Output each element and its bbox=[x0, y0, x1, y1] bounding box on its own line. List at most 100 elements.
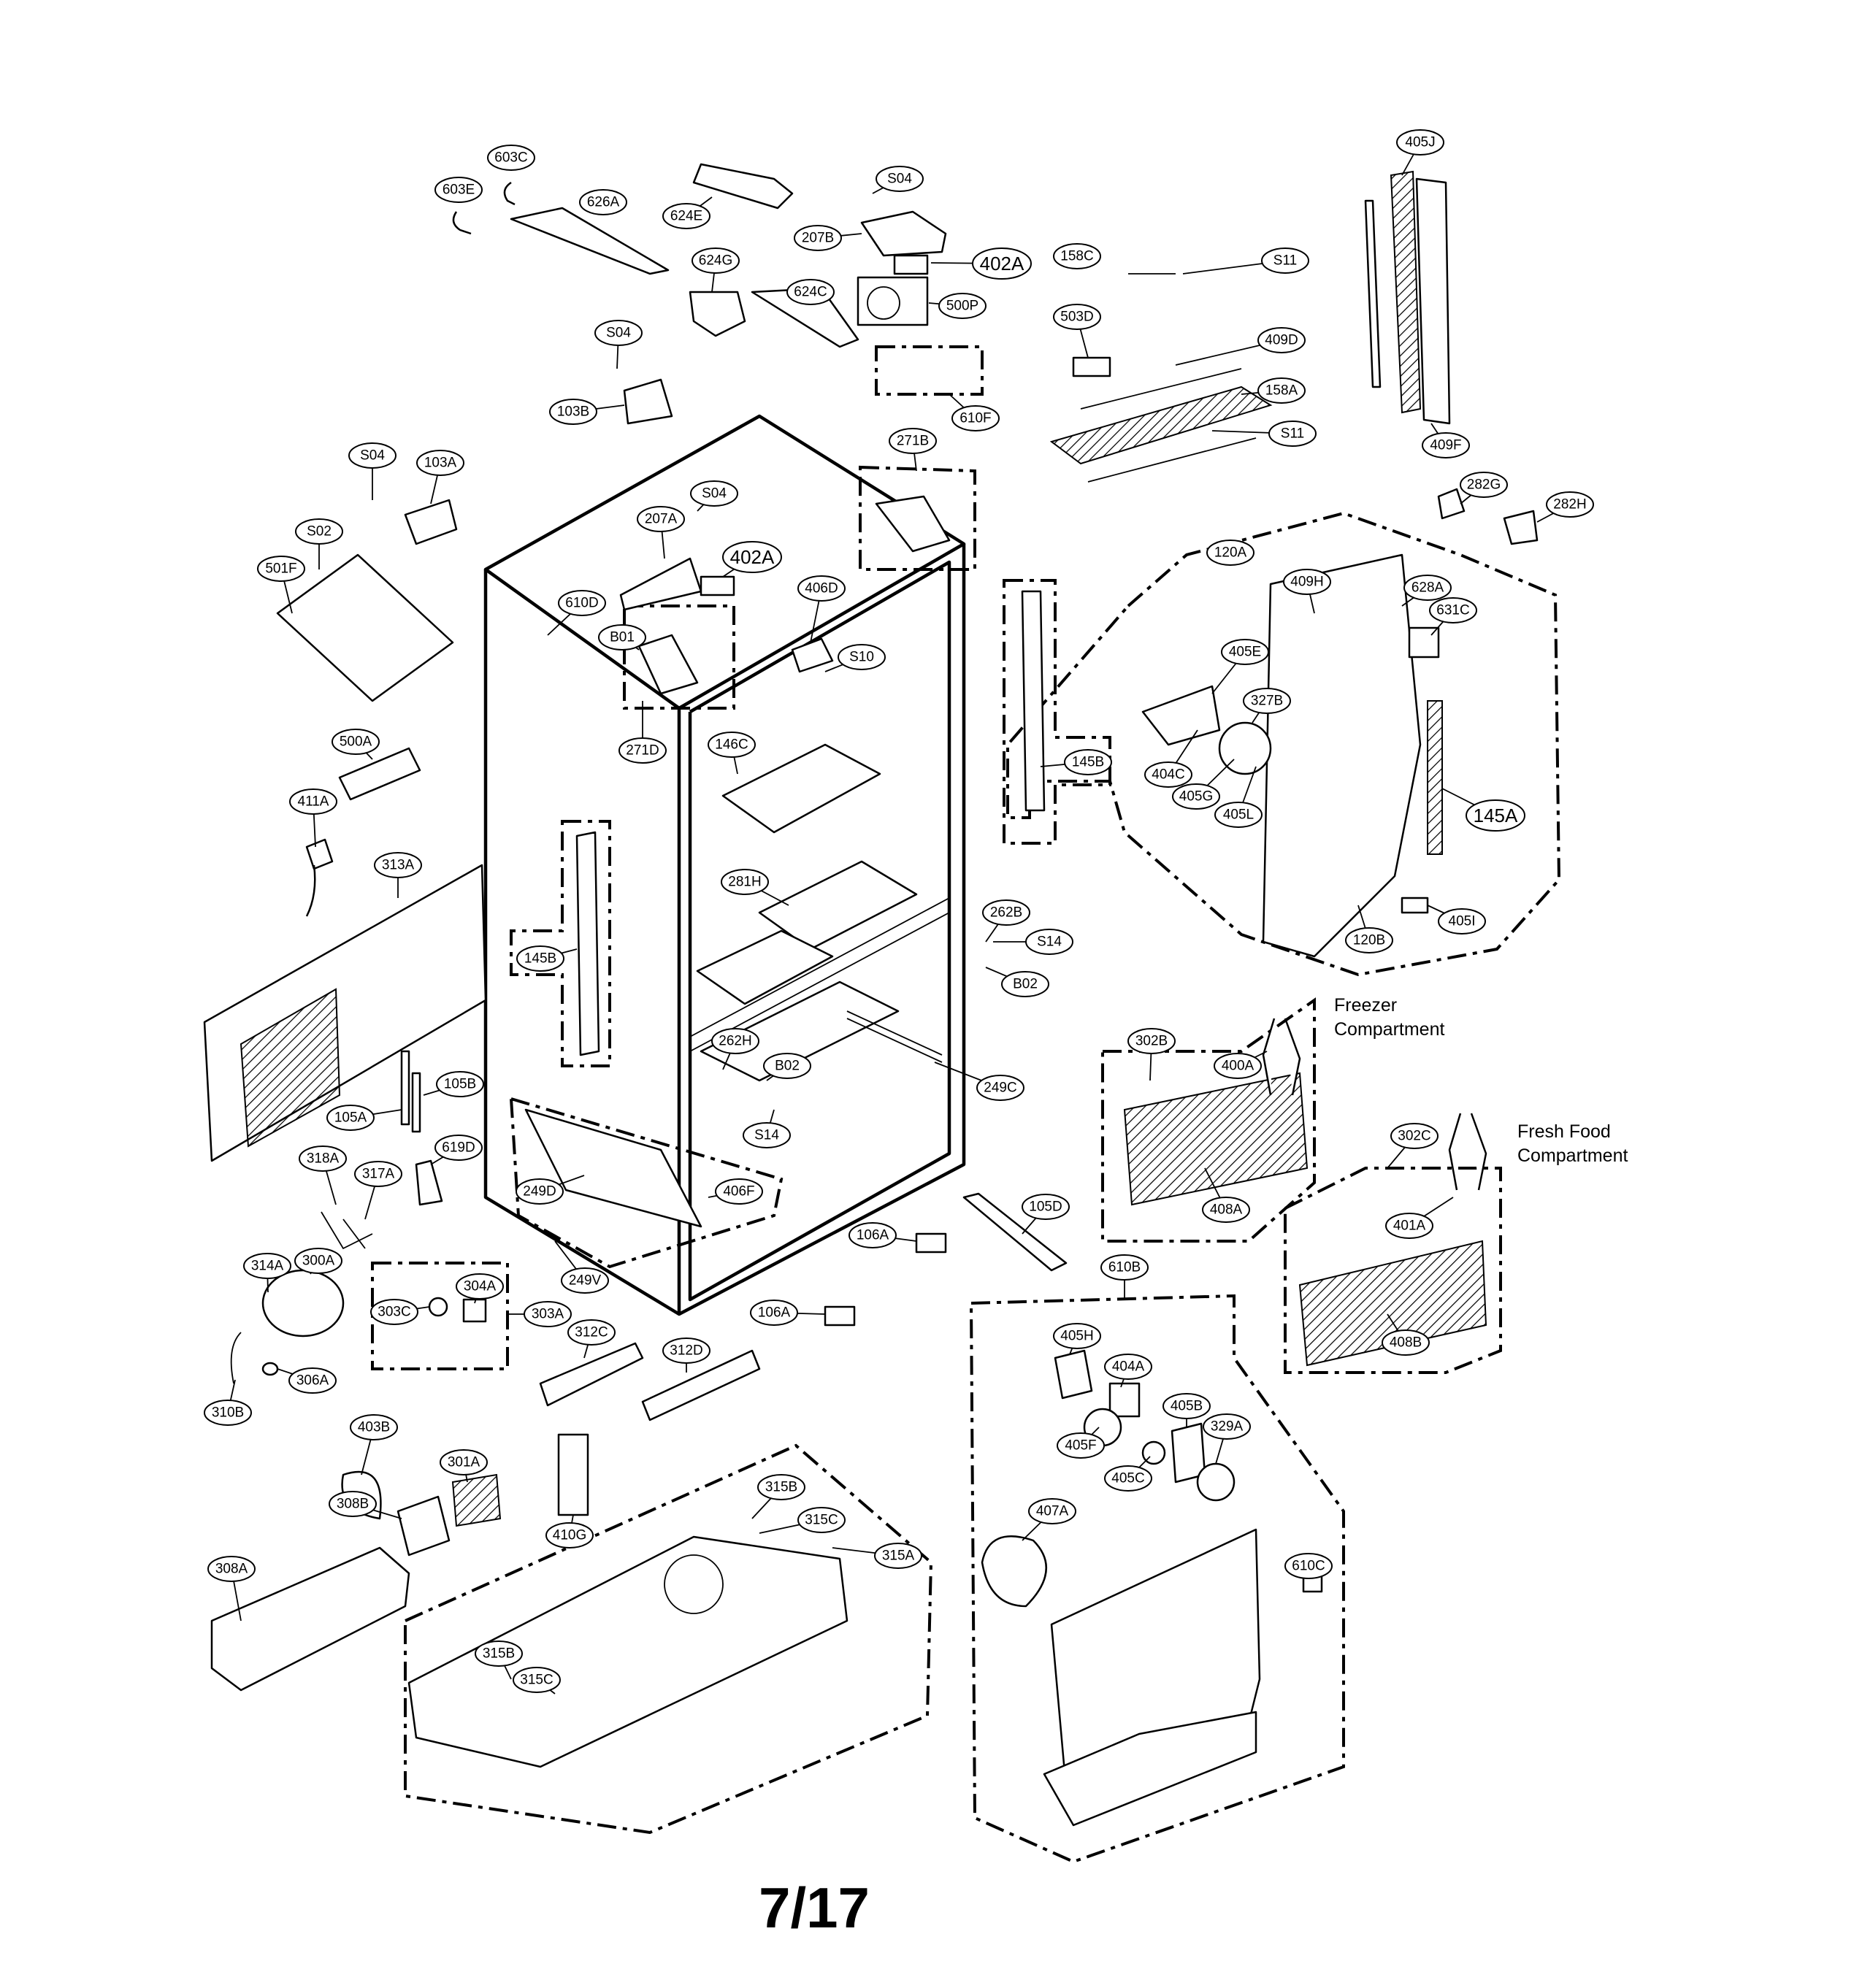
callout-c401A: 401A bbox=[1385, 1213, 1433, 1239]
callout-c408A: 408A bbox=[1202, 1197, 1250, 1223]
cover-120A bbox=[1262, 553, 1422, 958]
group-outlines bbox=[371, 345, 1561, 1864]
callout-bubble bbox=[618, 737, 667, 764]
board-500P bbox=[857, 276, 929, 326]
callout-bubble bbox=[354, 1161, 402, 1187]
crisper-rail-outline bbox=[509, 1097, 784, 1269]
part-number-label: 106A bbox=[857, 1228, 889, 1243]
callout-bubble bbox=[757, 1474, 805, 1500]
part-number-label: 317A bbox=[362, 1167, 395, 1182]
freshfood-evaporator-outline bbox=[1284, 1167, 1502, 1374]
callout-bubble bbox=[204, 1400, 252, 1426]
part-number-label: 327B bbox=[1251, 694, 1283, 709]
callout-bubble bbox=[1214, 802, 1263, 828]
callout-c619D: 619D bbox=[434, 1135, 483, 1161]
callout-bubble bbox=[1257, 377, 1306, 404]
part-number-label: 304A bbox=[464, 1279, 497, 1294]
part-number-label: 315C bbox=[805, 1513, 838, 1528]
part-number-label: S02 bbox=[307, 524, 332, 540]
callout-bubble bbox=[1028, 1498, 1076, 1524]
part-number-label: 158A bbox=[1265, 383, 1298, 399]
callout-c315Cb: 315C bbox=[513, 1667, 561, 1693]
rail-145B-left bbox=[575, 831, 600, 1056]
part-number-label: 310B bbox=[212, 1405, 244, 1421]
harness-610F-outline bbox=[875, 345, 984, 396]
freshfood-compartment-note: Fresh Food Compartment bbox=[1517, 1121, 1628, 1166]
callout-bubble bbox=[1221, 639, 1269, 665]
callout-bubble bbox=[662, 1338, 710, 1364]
part-number-label: 405E bbox=[1229, 645, 1261, 660]
fan-405E bbox=[1141, 685, 1221, 746]
part-number-label: 207B bbox=[802, 231, 834, 246]
part-number-label: 405H bbox=[1060, 1329, 1093, 1344]
callout-bubble bbox=[1283, 569, 1331, 595]
callout-c405C: 405C bbox=[1104, 1465, 1152, 1492]
part-number-label: 306A bbox=[296, 1373, 329, 1389]
bracket-619D bbox=[415, 1159, 443, 1206]
part-number-label: 401A bbox=[1393, 1218, 1426, 1234]
bracket-207B bbox=[860, 210, 947, 257]
callout-bubble bbox=[350, 1414, 398, 1440]
callout-c103B: 103B bbox=[549, 399, 597, 425]
callout-c120A: 120A bbox=[1206, 540, 1254, 566]
part-number-label: 303C bbox=[378, 1305, 410, 1320]
callout-bubble bbox=[797, 1507, 846, 1533]
part-number-label: 500A bbox=[340, 734, 372, 750]
shroud-308B bbox=[397, 1495, 451, 1557]
part-number-label: 315C bbox=[520, 1673, 553, 1688]
rail-145B-right bbox=[1021, 590, 1046, 812]
callout-c500A: 500A bbox=[332, 729, 380, 755]
callout-c406D: 406D bbox=[797, 575, 846, 602]
part-number-label: S04 bbox=[360, 448, 385, 464]
connector-402A-top bbox=[893, 254, 929, 275]
callout-c105B: 105B bbox=[436, 1071, 484, 1097]
part-number-label: 302C bbox=[1398, 1129, 1430, 1144]
callout-bubble bbox=[1025, 929, 1073, 955]
callout-bubble bbox=[637, 506, 685, 532]
callout-cS10: S10 bbox=[838, 644, 886, 670]
part-number-label: B02 bbox=[775, 1059, 800, 1074]
callout-bubble bbox=[982, 899, 1030, 926]
part-number-label: 405C bbox=[1111, 1471, 1144, 1486]
part-number-label: 409H bbox=[1290, 575, 1323, 590]
callout-bubble bbox=[549, 399, 597, 425]
clip-405I bbox=[1401, 897, 1429, 914]
callout-c405E: 405E bbox=[1221, 639, 1269, 665]
base-308A bbox=[210, 1546, 410, 1692]
leg-106A-upper bbox=[915, 1232, 947, 1254]
callout-bubble bbox=[207, 1556, 256, 1582]
compressor-300A bbox=[261, 1269, 345, 1338]
callout-bubble bbox=[708, 732, 756, 758]
part-number-label: S14 bbox=[1037, 934, 1062, 950]
callout-cS14b: S14 bbox=[743, 1122, 791, 1148]
callout-c404A: 404A bbox=[1104, 1354, 1152, 1380]
callout-bubble bbox=[1257, 327, 1306, 353]
callout-bubble bbox=[332, 729, 380, 755]
cover-312D bbox=[641, 1349, 761, 1421]
bracket-103B bbox=[623, 378, 673, 425]
callout-c405I: 405I bbox=[1438, 908, 1486, 934]
callout-c628A: 628A bbox=[1403, 575, 1452, 601]
callout-c405G: 405G bbox=[1172, 783, 1220, 810]
callout-bubble bbox=[715, 1178, 763, 1205]
callout-c249C: 249C bbox=[976, 1075, 1024, 1101]
callout-bubble bbox=[1057, 1432, 1105, 1459]
plate-501F bbox=[276, 553, 454, 702]
callout-c624E: 624E bbox=[662, 203, 710, 229]
part-number-label: 503D bbox=[1060, 310, 1093, 325]
callout-c315C: 315C bbox=[797, 1507, 846, 1533]
freezer-note-line1: Freezer bbox=[1334, 995, 1397, 1016]
callout-bubble bbox=[951, 405, 1000, 431]
part-number-label: 145B bbox=[1072, 755, 1104, 770]
callout-c402Aa: 402A bbox=[972, 247, 1032, 280]
callout-c400A: 400A bbox=[1214, 1053, 1262, 1079]
callout-bubble bbox=[889, 428, 937, 454]
back-cover-grille bbox=[240, 988, 341, 1148]
valve-105A bbox=[400, 1050, 410, 1126]
callout-bubble bbox=[1172, 783, 1220, 810]
part-number-label: 624G bbox=[699, 253, 732, 269]
callout-cS04d: S04 bbox=[690, 480, 738, 507]
callout-bubble bbox=[1202, 1197, 1250, 1223]
leg-106A-lower bbox=[824, 1305, 856, 1327]
callout-c106Ab: 106A bbox=[750, 1300, 798, 1326]
